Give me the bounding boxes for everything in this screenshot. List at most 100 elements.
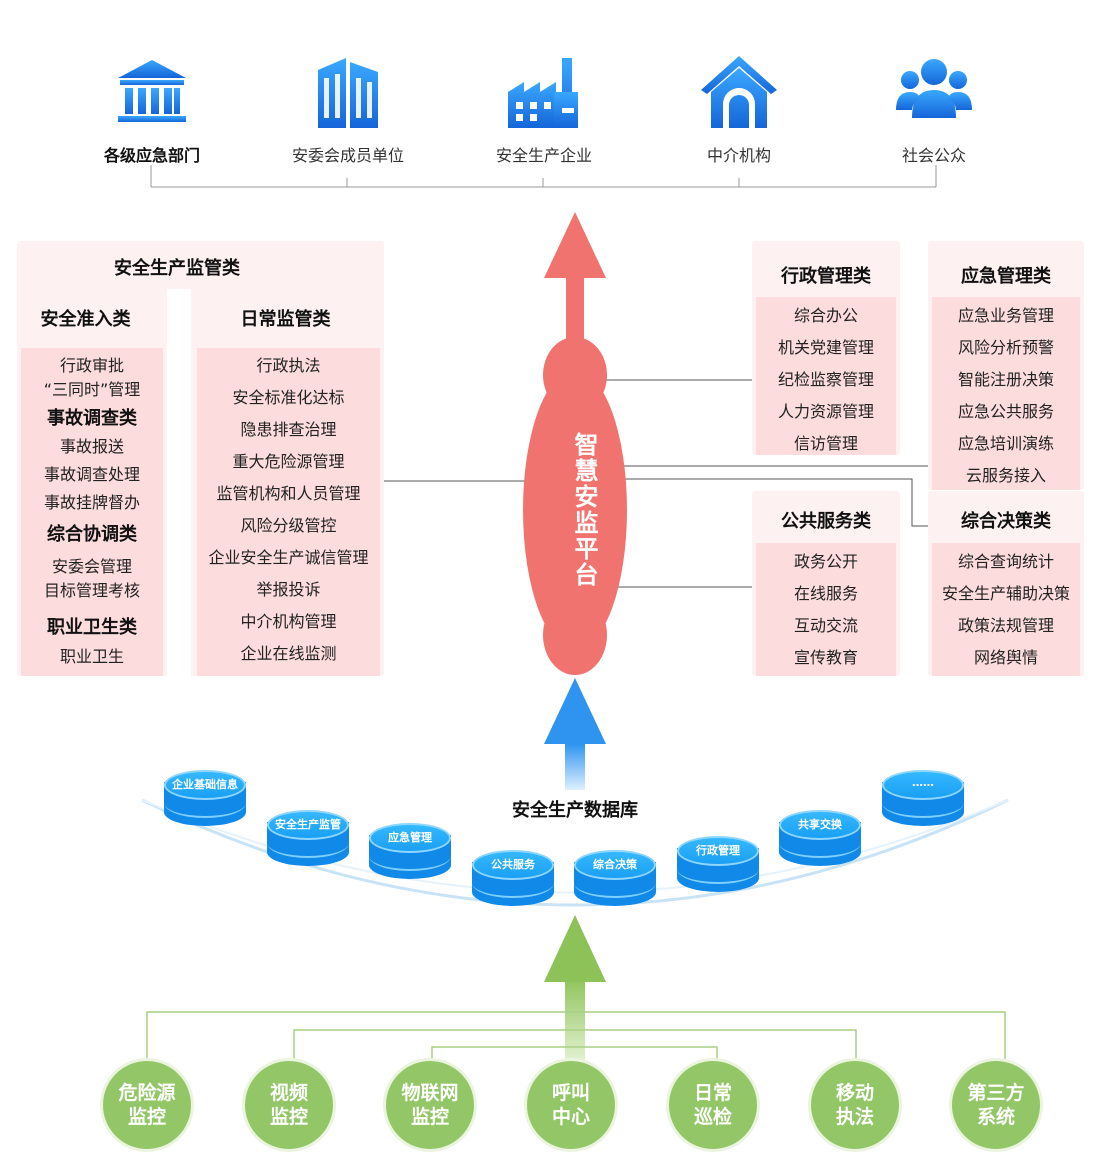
public-service-list: 政务公开在线服务互动交流宣传教育 xyxy=(756,543,896,676)
source-circle[interactable]: 日常 巡检 xyxy=(669,1061,757,1149)
list-item[interactable]: 重大危险源管理 xyxy=(232,452,345,471)
supervision-panel: 安全生产监管类 安全准入类 日常监管类 行政审批 “三同时”管理事故调查类事故报送… xyxy=(17,241,384,676)
list-item[interactable]: 综合办公 xyxy=(793,306,858,325)
daily-list: 行政执法安全标准化达标隐患排查治理重大危险源管理监管机构和人员管理风险分级管控企… xyxy=(197,348,380,676)
stakeholder-label: 中介机构 xyxy=(706,146,771,165)
source-up-arrow xyxy=(544,915,606,1065)
source-circle[interactable]: 危险源 监控 xyxy=(103,1061,191,1149)
panel-divider xyxy=(167,289,191,676)
list-item[interactable]: 举报投诉 xyxy=(256,580,321,599)
list-item[interactable]: 企业在线监测 xyxy=(240,644,337,663)
database-cylinder[interactable]: …… xyxy=(882,770,964,830)
list-item[interactable]: 安委会管理 xyxy=(51,557,132,576)
database-item-label: 行政管理 xyxy=(696,844,740,857)
source-circle[interactable]: 呼叫 中心 xyxy=(527,1061,615,1149)
database-item-label: 应急管理 xyxy=(388,831,432,844)
office-tower-icon xyxy=(308,52,388,132)
list-item[interactable]: 互动交流 xyxy=(793,616,858,635)
source-circle[interactable]: 物联网 监控 xyxy=(386,1061,474,1149)
list-item[interactable]: 在线服务 xyxy=(793,584,858,603)
database-title: 安全生产数据库 xyxy=(512,800,638,821)
factory-icon xyxy=(504,52,584,132)
database-item-label: 综合决策 xyxy=(593,858,637,871)
list-item[interactable]: 安全标准化达标 xyxy=(232,388,345,407)
emergency-panel: 应急管理类 应急业务管理风险分析预警智能注册决策应急公共服务应急培训演练云服务接… xyxy=(928,241,1084,490)
list-item[interactable]: 应急业务管理 xyxy=(957,306,1054,325)
stakeholder-0: 各级应急部门 xyxy=(72,52,232,166)
database-up-arrow xyxy=(544,678,606,790)
list-item[interactable]: 纪检监察管理 xyxy=(777,370,874,389)
emergency-title: 应急管理类 xyxy=(961,266,1051,287)
platform-label[interactable]: 智慧安监平台 xyxy=(570,432,598,588)
list-item[interactable]: 事故报送 xyxy=(59,437,124,456)
list-item[interactable]: 应急培训演练 xyxy=(957,434,1054,453)
database-item-label: 共享交换 xyxy=(798,818,842,831)
decision-list: 综合查询统计安全生产辅助决策政策法规管理网络舆情 xyxy=(932,543,1080,676)
list-item[interactable]: 政策法规管理 xyxy=(957,616,1054,635)
database-cylinder[interactable]: 安全生产监管 xyxy=(267,810,349,870)
list-item[interactable]: 信访管理 xyxy=(793,434,858,453)
list-item[interactable]: 机关党建管理 xyxy=(777,338,874,357)
list-item[interactable]: 事故调查处理 xyxy=(43,465,140,484)
decision-title: 综合决策类 xyxy=(961,511,1051,532)
source-circle[interactable]: 移动 执法 xyxy=(811,1061,899,1149)
database-item-label: 公共服务 xyxy=(491,858,535,871)
stakeholder-label: 安委会成员单位 xyxy=(291,146,404,165)
access-title: 安全准入类 xyxy=(40,309,131,330)
source-circle[interactable]: 第三方 系统 xyxy=(952,1061,1040,1149)
list-item[interactable]: 行政执法 xyxy=(256,356,321,375)
database-cylinder[interactable]: 综合决策 xyxy=(574,850,656,910)
database-cylinder[interactable]: 企业基础信息 xyxy=(164,770,246,830)
people-group-icon xyxy=(894,52,974,132)
source-circle[interactable]: 视频 监控 xyxy=(245,1061,333,1149)
list-item[interactable]: 企业安全生产诚信管理 xyxy=(208,548,369,567)
stakeholder-bracket xyxy=(150,165,937,188)
list-item[interactable]: 综合查询统计 xyxy=(957,552,1054,571)
section-heading: 职业卫生类 xyxy=(47,617,137,638)
emergency-list: 应急业务管理风险分析预警智能注册决策应急公共服务应急培训演练云服务接入 xyxy=(932,297,1080,490)
house-arch-icon xyxy=(699,52,779,132)
stakeholder-label: 各级应急部门 xyxy=(103,146,200,165)
list-item[interactable]: 职业卫生 xyxy=(59,647,124,666)
list-item[interactable]: “三同时”管理 xyxy=(43,380,141,399)
access-list: 行政审批 “三同时”管理事故调查类事故报送事故调查处理事故挂牌督办综合协调类安委会… xyxy=(21,348,163,676)
public-service-title: 公共服务类 xyxy=(781,511,871,532)
section-heading: 事故调查类 xyxy=(47,408,137,429)
stakeholder-4: 社会公众 xyxy=(854,52,1014,166)
list-item[interactable]: 宣传教育 xyxy=(793,648,858,667)
database-cylinder[interactable]: 公共服务 xyxy=(472,850,554,910)
stakeholder-2: 安全生产企业 xyxy=(464,52,624,166)
list-item[interactable]: 隐患排查治理 xyxy=(240,420,337,439)
section-heading: 综合协调类 xyxy=(47,524,137,545)
database-item-label: …… xyxy=(912,776,934,789)
list-item[interactable]: 事故挂牌督办 xyxy=(43,493,140,512)
stakeholder-3: 中介机构 xyxy=(659,52,819,166)
admin-list: 综合办公机关党建管理纪检监察管理人力资源管理信访管理 xyxy=(756,297,896,455)
list-item[interactable]: 智能注册决策 xyxy=(957,370,1054,389)
list-item[interactable]: 目标管理考核 xyxy=(43,581,140,600)
list-item[interactable]: 风险分级管控 xyxy=(240,516,337,535)
list-item[interactable]: 安全生产辅助决策 xyxy=(941,584,1070,603)
supervision-title: 安全生产监管类 xyxy=(114,258,240,279)
list-item[interactable]: 人力资源管理 xyxy=(777,402,874,421)
list-item[interactable]: 网络舆情 xyxy=(973,648,1038,667)
database-item-label: 安全生产监管 xyxy=(275,818,341,831)
source-bracket xyxy=(146,1011,1006,1062)
database-cylinder[interactable]: 应急管理 xyxy=(369,823,451,883)
list-item[interactable]: 行政审批 xyxy=(59,356,124,375)
daily-title: 日常监管类 xyxy=(240,309,331,330)
admin-panel: 行政管理类 综合办公机关党建管理纪检监察管理人力资源管理信访管理 xyxy=(752,241,900,455)
stakeholder-1: 安委会成员单位 xyxy=(268,52,428,166)
admin-title: 行政管理类 xyxy=(781,266,871,287)
list-item[interactable]: 政务公开 xyxy=(793,552,858,571)
list-item[interactable]: 风险分析预警 xyxy=(957,338,1054,357)
database-item-label: 企业基础信息 xyxy=(172,778,238,791)
public-service-panel: 公共服务类 政务公开在线服务互动交流宣传教育 xyxy=(752,491,900,676)
list-item[interactable]: 应急公共服务 xyxy=(957,402,1054,421)
list-item[interactable]: 云服务接入 xyxy=(965,466,1046,485)
database-cylinder[interactable]: 行政管理 xyxy=(677,836,759,896)
list-item[interactable]: 监管机构和人员管理 xyxy=(216,484,361,503)
government-building-icon xyxy=(112,52,192,132)
database-cylinder[interactable]: 共享交换 xyxy=(779,810,861,870)
list-item[interactable]: 中介机构管理 xyxy=(240,612,337,631)
